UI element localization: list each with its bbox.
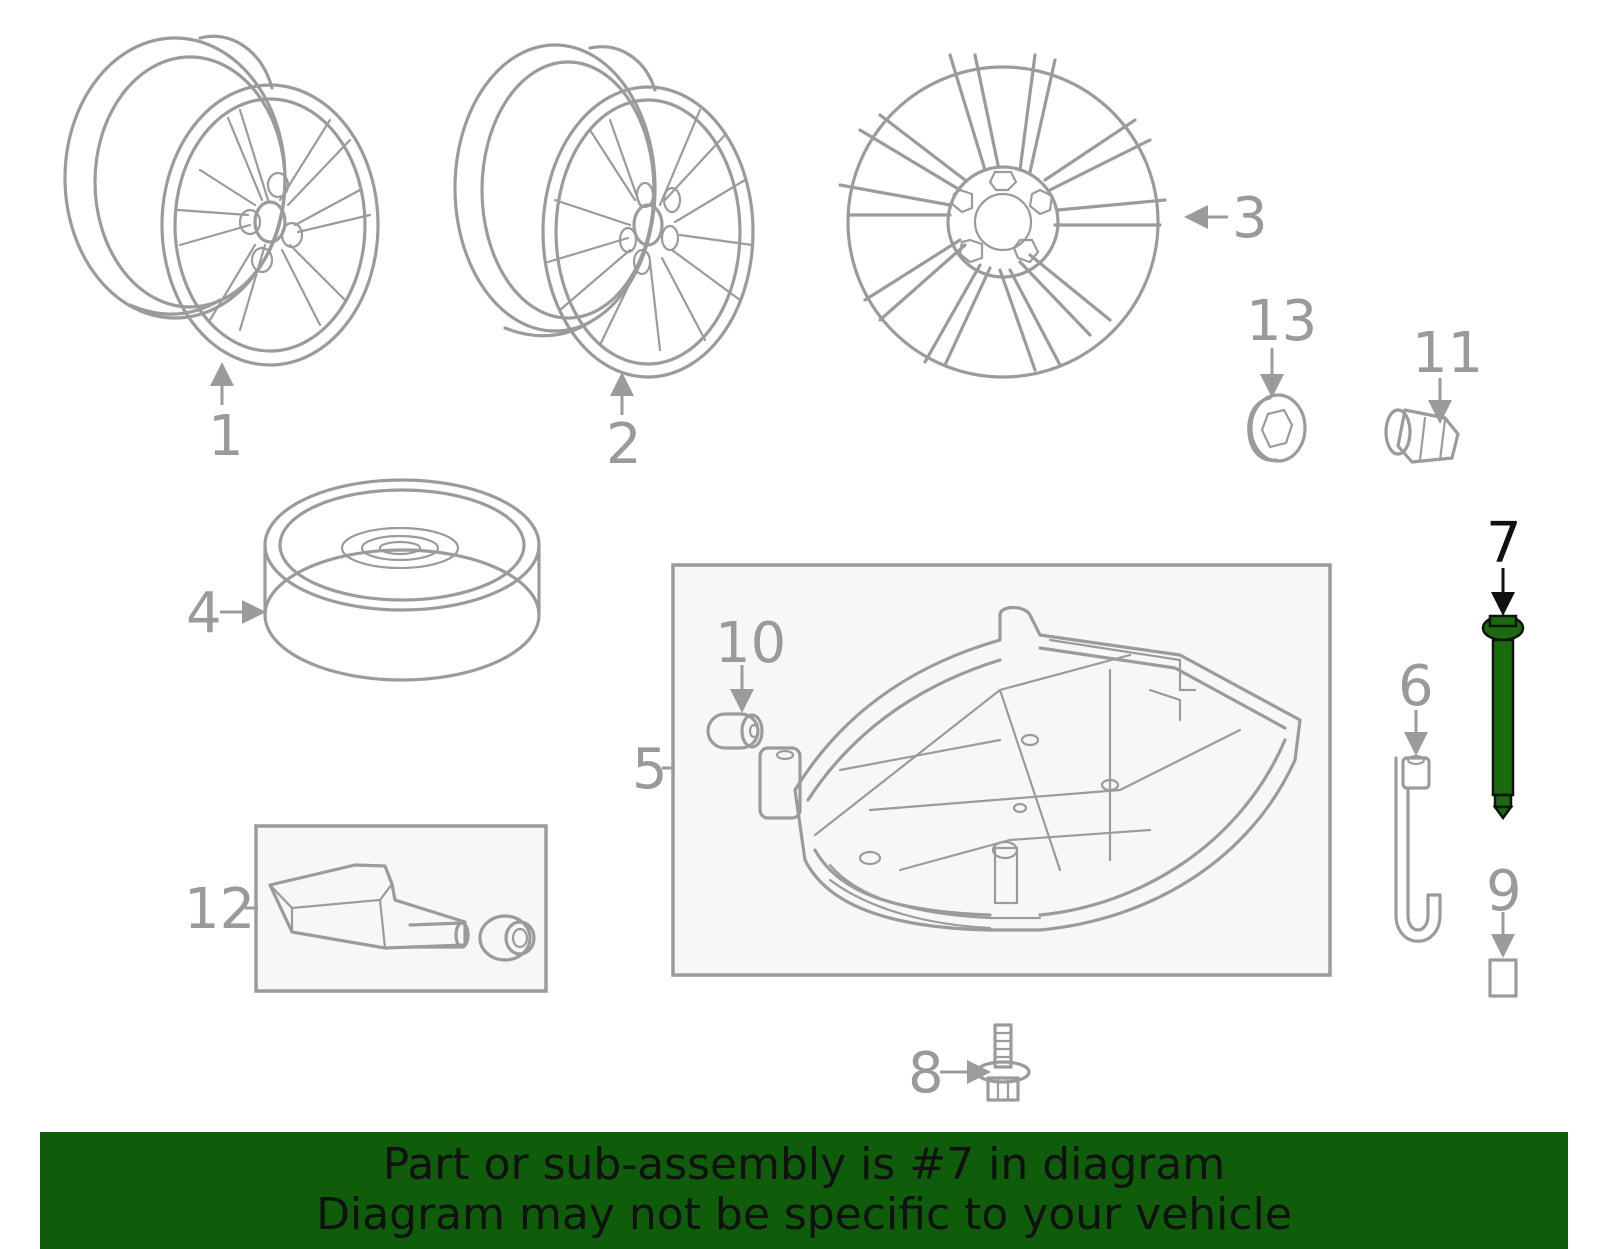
callout-6: 6 xyxy=(1398,654,1434,719)
lug-nut-11-drawing xyxy=(1384,408,1460,464)
cap-10-drawing xyxy=(706,712,764,750)
spare-tray-5-drawing xyxy=(758,605,1302,932)
wheel-1-drawing xyxy=(63,34,380,367)
callout-9: 9 xyxy=(1486,859,1522,924)
callout-10: 10 xyxy=(715,611,786,676)
center-cap-13-drawing xyxy=(1247,393,1307,463)
callout-1: 1 xyxy=(208,404,244,469)
clip-9-drawing xyxy=(1488,958,1518,998)
callout-7: 7 xyxy=(1486,511,1522,576)
info-banner: Part or sub-assembly is #7 in diagram Di… xyxy=(40,1132,1568,1249)
bolt-7-highlighted-drawing xyxy=(1481,614,1525,821)
callout-8: 8 xyxy=(908,1041,944,1106)
spare-wheel-4-drawing xyxy=(263,478,541,682)
callout-12: 12 xyxy=(184,877,255,942)
callout-11: 11 xyxy=(1412,321,1483,386)
wheel-cover-3-drawing xyxy=(838,53,1167,379)
callout-5: 5 xyxy=(632,737,668,802)
hook-6-drawing xyxy=(1394,754,1442,943)
callout-2: 2 xyxy=(606,412,642,477)
wheel-2-drawing xyxy=(453,43,755,379)
banner-line-1: Part or sub-assembly is #7 in diagram xyxy=(382,1139,1226,1190)
banner-line-2: Diagram may not be specific to your vehi… xyxy=(316,1189,1292,1240)
tpms-sensor-12-drawing xyxy=(268,863,536,962)
tpms-box xyxy=(254,824,548,993)
bolt-8-drawing xyxy=(975,1023,1031,1102)
callout-13: 13 xyxy=(1246,289,1317,354)
callout-4: 4 xyxy=(186,581,222,646)
callout-3: 3 xyxy=(1232,186,1268,251)
